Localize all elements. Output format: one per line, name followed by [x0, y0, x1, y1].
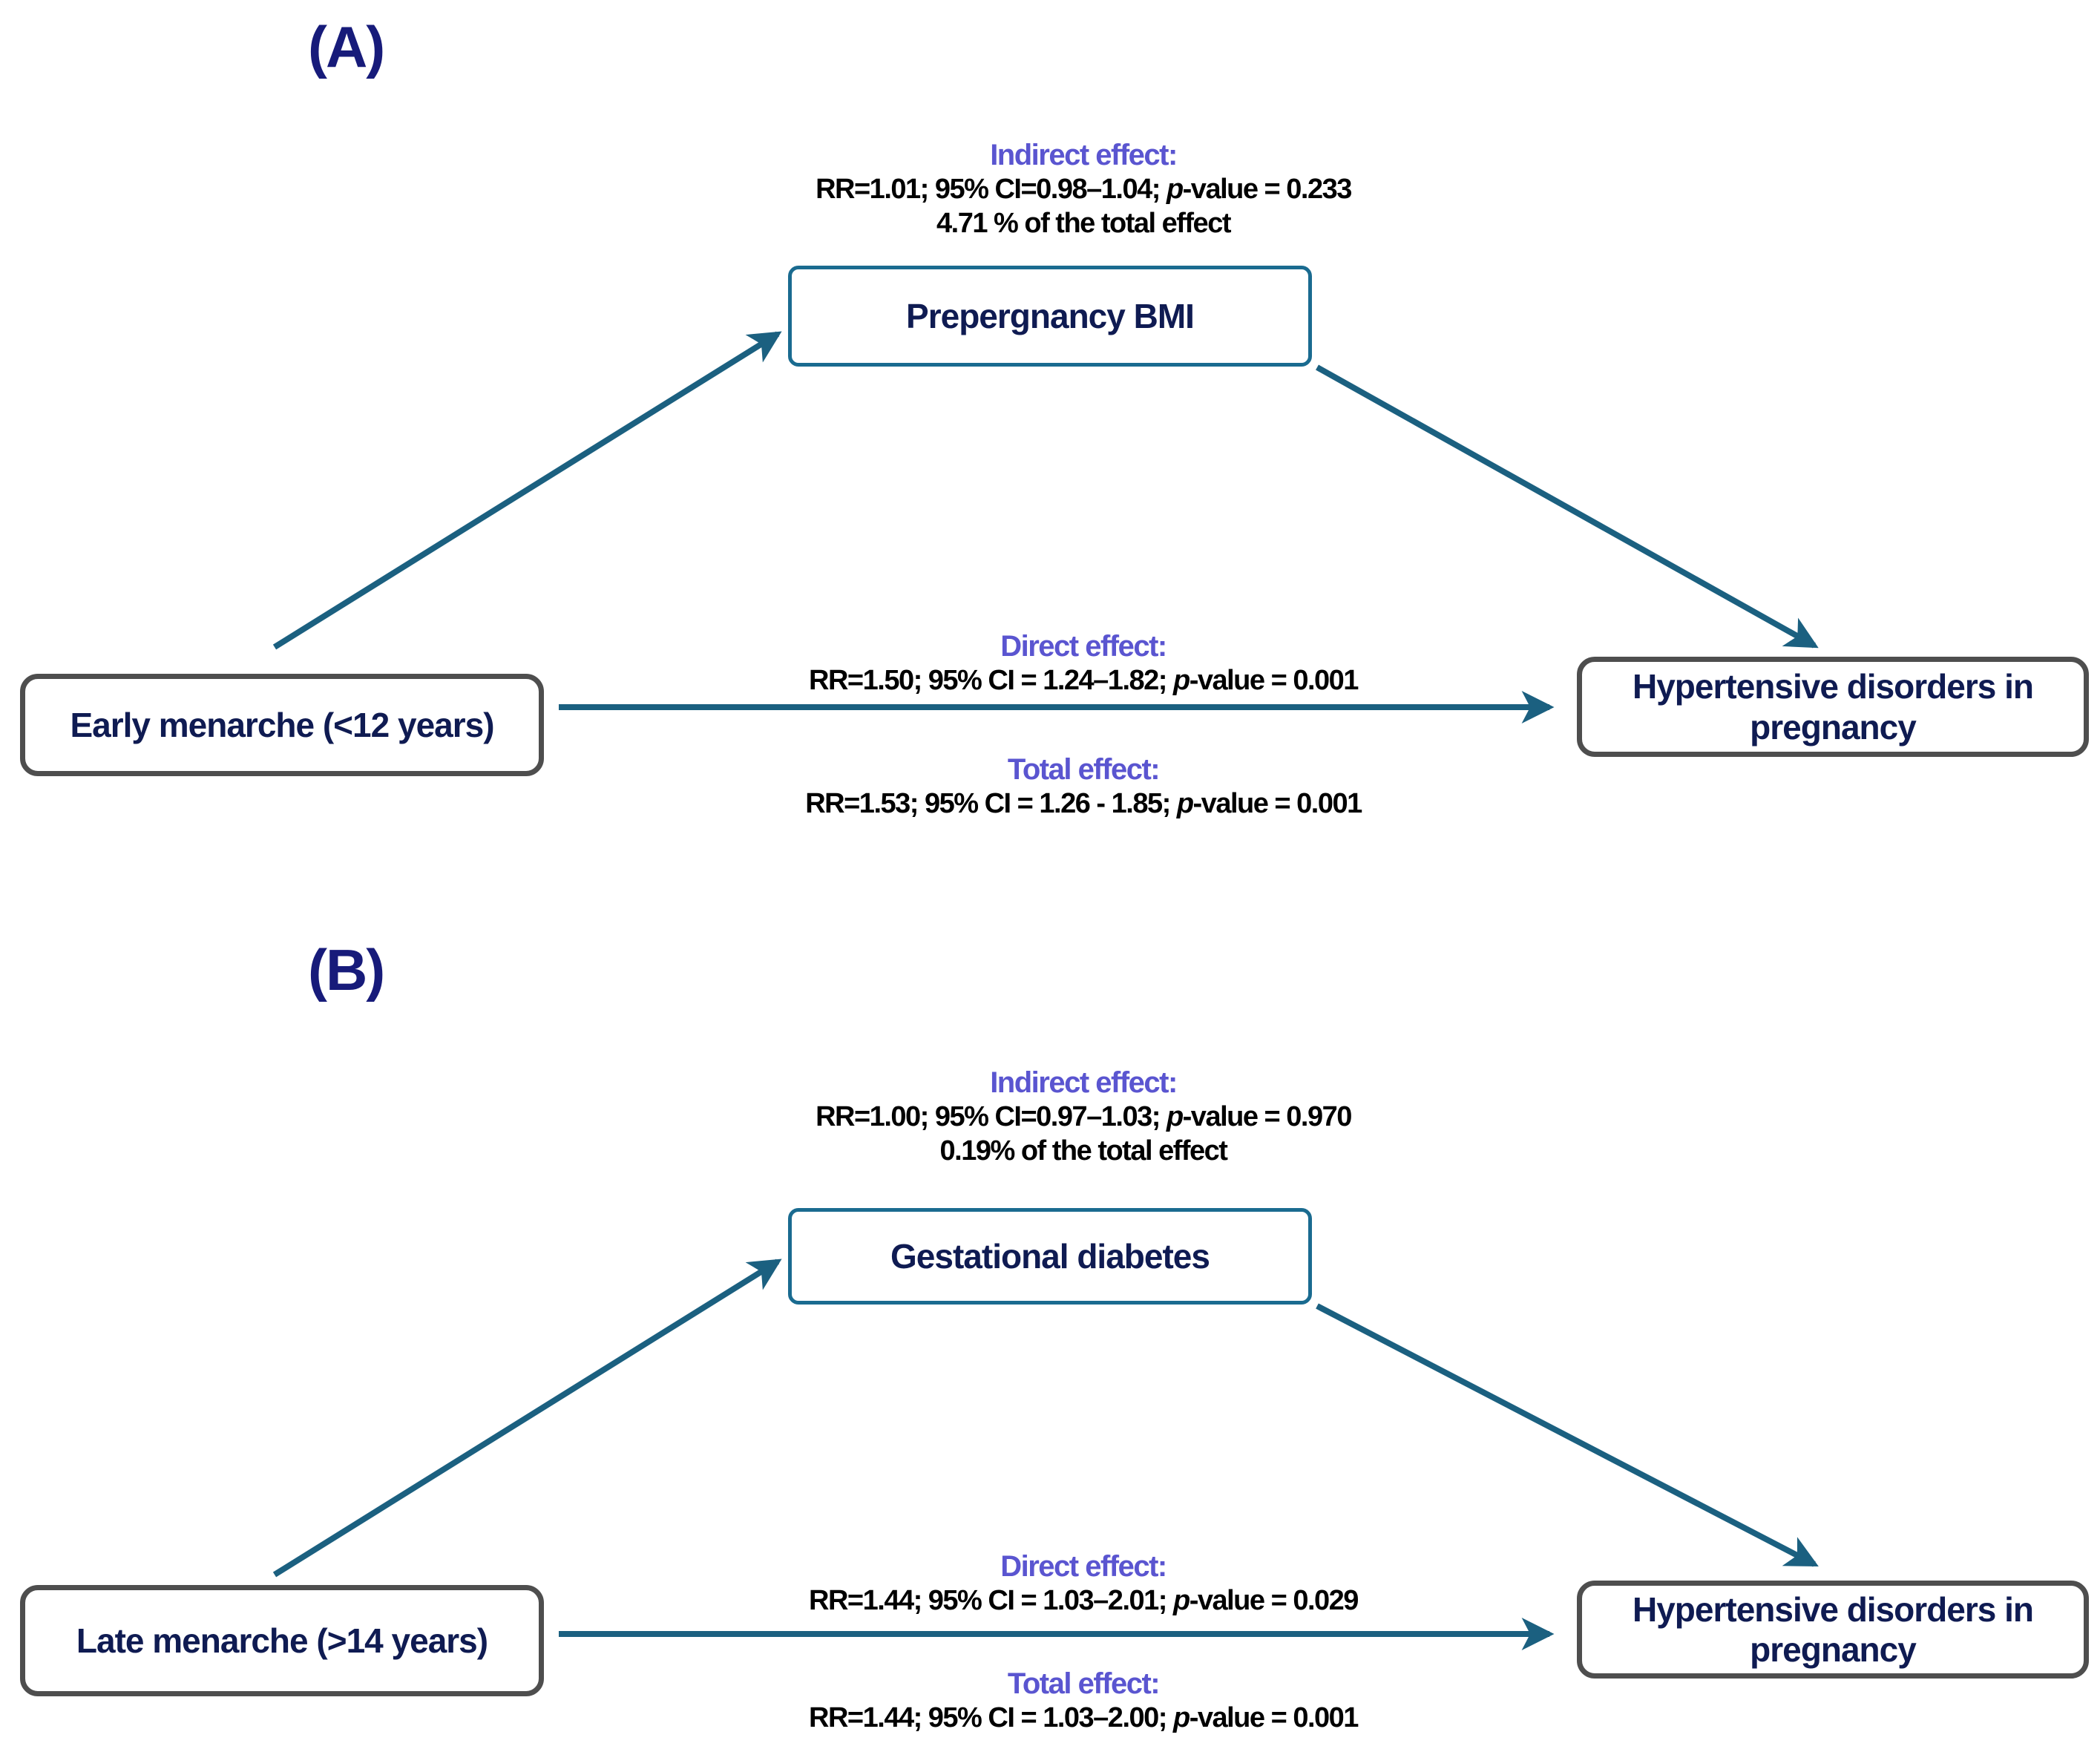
stat-suffix: -value = 0.233: [1182, 174, 1353, 205]
total-effect-block-a: Total effect: RR=1.53; 95% CI = 1.26 - 1…: [638, 752, 1529, 821]
stat-suffix: -value = 0.001: [1192, 788, 1363, 819]
stat-prefix: RR=1.53; 95% CI = 1.26 - 1.85;: [805, 788, 1177, 819]
total-effect-statistics: RR=1.53; 95% CI = 1.26 - 1.85; p-value =…: [638, 787, 1529, 821]
exposure-node-a: Early menarche (<12 years): [20, 674, 544, 776]
indirect-effect-heading: Indirect effect:: [990, 1066, 1178, 1099]
exposure-node-label: Early menarche (<12 years): [70, 705, 494, 744]
p-symbol: p: [1172, 1702, 1190, 1733]
exposure-node-label: Late menarche (>14 years): [76, 1621, 488, 1660]
stat-prefix: RR=1.50; 95% CI = 1.24–1.82;: [809, 665, 1173, 696]
mediator-node-label: Gestational diabetes: [890, 1236, 1210, 1276]
stat-suffix: -value = 0.001: [1189, 1702, 1359, 1733]
indirect-effect-block-b: Indirect effect: RR=1.00; 95% CI=0.97–1.…: [638, 1066, 1529, 1168]
arrow-exposure-to-mediator-b: [272, 1259, 782, 1578]
indirect-effect-share: 4.71 % of the total effect: [936, 208, 1231, 239]
panel-b-label: (B): [308, 937, 385, 1003]
direct-effect-statistics: RR=1.44; 95% CI = 1.03–2.01; p-value = 0…: [638, 1584, 1529, 1618]
p-symbol: p: [1176, 788, 1194, 819]
outcome-node-label: Hypertensive disorders in pregnancy: [1633, 667, 2034, 746]
stat-prefix: RR=1.00; 95% CI=0.97–1.03;: [816, 1101, 1167, 1132]
total-effect-block-b: Total effect: RR=1.44; 95% CI = 1.03–2.0…: [638, 1667, 1529, 1735]
stat-prefix: RR=1.44; 95% CI = 1.03–2.00;: [809, 1702, 1173, 1733]
outcome-node-label: Hypertensive disorders in pregnancy: [1633, 1589, 2034, 1669]
p-symbol: p: [1172, 665, 1190, 696]
p-symbol: p: [1172, 1585, 1190, 1616]
direct-effect-statistics: RR=1.50; 95% CI = 1.24–1.82; p-value = 0…: [638, 663, 1529, 698]
total-effect-statistics: RR=1.44; 95% CI = 1.03–2.00; p-value = 0…: [638, 1701, 1529, 1735]
arrow-exposure-to-mediator-a: [272, 331, 782, 650]
indirect-effect-share: 0.19% of the total effect: [939, 1135, 1228, 1166]
indirect-effect-statistics: RR=1.01; 95% CI=0.98–1.04; p-value = 0.2…: [638, 172, 1529, 206]
total-effect-heading: Total effect:: [1007, 753, 1161, 786]
stat-suffix: -value = 0.970: [1182, 1101, 1353, 1132]
direct-effect-block-b: Direct effect: RR=1.44; 95% CI = 1.03–2.…: [638, 1549, 1529, 1618]
panel-a-label: (A): [308, 14, 385, 79]
total-effect-heading: Total effect:: [1007, 1667, 1161, 1700]
arrow-mediator-to-outcome-a: [1316, 364, 1819, 649]
direct-effect-heading: Direct effect:: [1000, 1550, 1167, 1583]
stat-prefix: RR=1.01; 95% CI=0.98–1.04;: [816, 174, 1167, 205]
mediator-node-label: Prepergnancy BMI: [906, 296, 1195, 335]
p-symbol: p: [1166, 1101, 1184, 1132]
arrow-mediator-to-outcome-b: [1316, 1303, 1819, 1567]
direct-effect-heading: Direct effect:: [1000, 630, 1167, 663]
stat-prefix: RR=1.44; 95% CI = 1.03–2.01;: [809, 1585, 1173, 1616]
exposure-node-b: Late menarche (>14 years): [20, 1585, 544, 1696]
indirect-effect-heading: Indirect effect:: [990, 139, 1178, 171]
p-symbol: p: [1166, 174, 1184, 205]
stat-suffix: -value = 0.029: [1189, 1585, 1359, 1616]
direct-effect-block-a: Direct effect: RR=1.50; 95% CI = 1.24–1.…: [638, 629, 1529, 698]
indirect-effect-block-a: Indirect effect: RR=1.01; 95% CI=0.98–1.…: [638, 138, 1529, 240]
stat-suffix: -value = 0.001: [1189, 665, 1359, 696]
outcome-node-b: Hypertensive disorders in pregnancy: [1577, 1581, 2089, 1679]
outcome-node-a: Hypertensive disorders in pregnancy: [1577, 657, 2089, 757]
indirect-effect-statistics: RR=1.00; 95% CI=0.97–1.03; p-value = 0.9…: [638, 1100, 1529, 1134]
mediator-node-b: Gestational diabetes: [788, 1208, 1312, 1305]
mediator-node-a: Prepergnancy BMI: [788, 266, 1312, 367]
